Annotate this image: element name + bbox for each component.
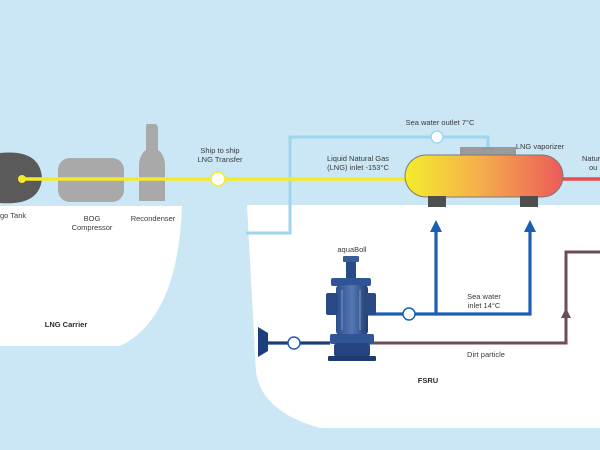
flow-valve-icon: [210, 171, 226, 187]
dirt-particle-label: Dirt particle: [467, 350, 505, 359]
flow-valve-icon: [430, 130, 444, 144]
bog-compressor-label-line1: BOG: [83, 214, 101, 223]
sea-chest-icon: [258, 327, 268, 357]
dirt-particle-line: [368, 250, 600, 345]
lng-carrier-hull: [0, 206, 182, 346]
lng-vaporizer-label: LNG vaporizer: [515, 142, 565, 151]
lng-inlet-label-line1: Liquid Natural Gas: [326, 154, 390, 163]
aquaboll-label: aquaBoll: [337, 245, 367, 254]
sea-water-outlet-line: [246, 135, 490, 235]
vaporizer-foot-left: [428, 196, 446, 207]
sea-water-inlet-label-line1: Sea water: [467, 292, 501, 301]
fsru-hull: [247, 205, 600, 428]
recondenser-icon: [139, 124, 165, 201]
cargo-tank-outlet-dot: [18, 175, 26, 183]
natural-gas-outlet-label-line1: Natur: [582, 154, 600, 163]
natural-gas-outlet-label-line2: ou: [589, 163, 598, 173]
sea-water-inlet-label: Sea water inlet 14°C: [458, 292, 510, 311]
lng-vaporizer-icon: [404, 154, 564, 198]
bog-compressor-label: BOG Compressor: [66, 214, 118, 233]
sea-water-inlet-label-line2: inlet 14°C: [467, 301, 501, 311]
lng-inlet-label: Liquid Natural Gas (LNG) inlet -153°C: [318, 154, 398, 173]
flow-arrow-icon: [430, 220, 442, 232]
ship-to-ship-label-line2: LNG Transfer: [197, 155, 243, 165]
flow-arrow-icon: [561, 308, 571, 318]
cargo-tank-label: go Tank: [0, 211, 27, 220]
lng-carrier-label: LNG Carrier: [44, 320, 88, 329]
aquaboll-filter-icon: [326, 256, 376, 361]
recondenser-label: Recondenser: [130, 214, 176, 223]
ship-to-ship-label: Ship to ship LNG Transfer: [190, 146, 250, 165]
bog-compressor-label-line2: Compressor: [71, 223, 113, 233]
flow-valve-icon: [402, 307, 416, 321]
natural-gas-outlet-label: Natur ou: [582, 154, 600, 173]
flow-arrow-icon: [524, 220, 536, 232]
lng-inlet-label-line2: (LNG) inlet -153°C: [327, 163, 389, 173]
flow-valve-icon: [287, 336, 301, 350]
vaporizer-foot-right: [520, 196, 538, 207]
sea-water-outlet-label: Sea water outlet 7°C: [405, 118, 475, 127]
ship-to-ship-label-line1: Ship to ship: [200, 146, 240, 155]
sea-water-inlet-line: [368, 226, 532, 316]
fsru-label: FSRU: [417, 376, 439, 385]
vaporizer-top-box: [460, 147, 516, 158]
